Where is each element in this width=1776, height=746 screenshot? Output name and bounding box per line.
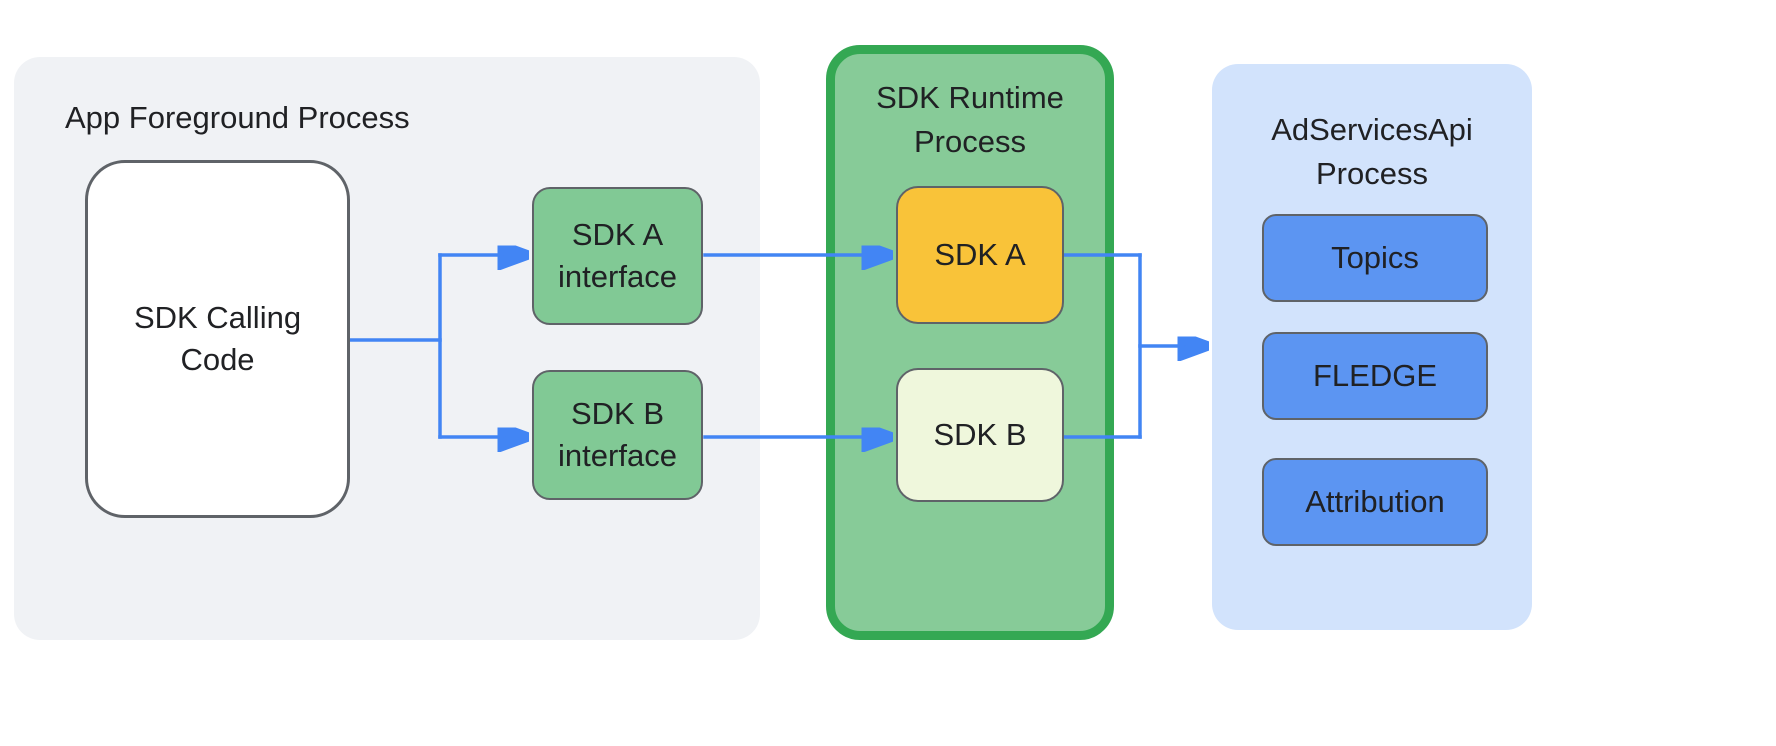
topics-api-box: Topics — [1262, 214, 1488, 302]
sdk-a-box: SDK A — [896, 186, 1064, 324]
sdk-runtime-process-title: SDK Runtime Process — [876, 80, 1064, 159]
fledge-api-box: FLEDGE — [1262, 332, 1488, 420]
attribution-api-box: Attribution — [1262, 458, 1488, 546]
sdk-b-interface-box: SDK B interface — [532, 370, 703, 500]
sdk-a-interface-box: SDK A interface — [532, 187, 703, 325]
sdk-calling-code-box: SDK Calling Code — [85, 160, 350, 518]
adservices-api-process-title: AdServicesApi Process — [1271, 112, 1473, 191]
sdk-b-box: SDK B — [896, 368, 1064, 502]
sdk-runtime-process-container — [826, 45, 1114, 640]
app-foreground-process-title: App Foreground Process — [65, 100, 410, 135]
